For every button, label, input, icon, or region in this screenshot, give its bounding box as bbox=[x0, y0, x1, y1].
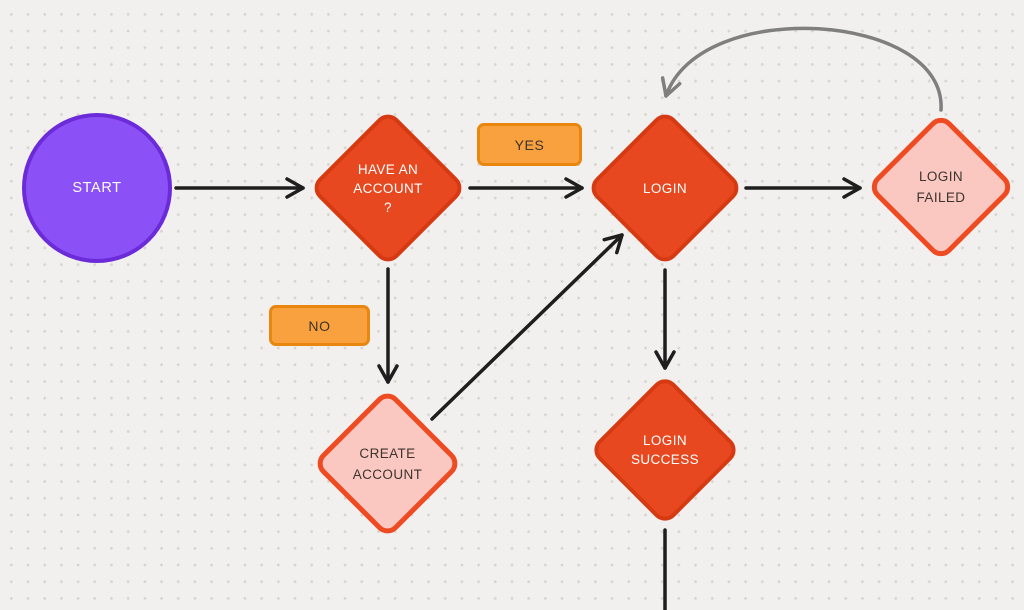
edge-label-yes[interactable]: YES bbox=[477, 123, 582, 166]
node-login-failed[interactable]: LOGIN FAILED bbox=[866, 112, 1016, 262]
node-have-account-label: HAVE AN ACCOUNT ? bbox=[353, 161, 423, 215]
edge-create-account-to-login[interactable] bbox=[430, 233, 624, 421]
node-login-success-label: LOGIN SUCCESS bbox=[630, 433, 700, 467]
node-start[interactable]: START bbox=[22, 113, 172, 263]
node-start-label: START bbox=[72, 180, 122, 196]
node-create-account-label: CREATE ACCOUNT bbox=[352, 445, 423, 482]
edge-label-no[interactable]: NO bbox=[269, 305, 370, 346]
node-login-label: LOGIN bbox=[642, 180, 687, 196]
node-login-success[interactable]: LOGIN SUCCESS bbox=[588, 373, 742, 527]
node-login[interactable]: LOGIN bbox=[585, 108, 745, 268]
node-have-account[interactable]: HAVE AN ACCOUNT ? bbox=[308, 108, 468, 268]
node-login-failed-label: LOGIN FAILED bbox=[916, 169, 966, 205]
node-create-account[interactable]: CREATE ACCOUNT bbox=[311, 387, 464, 540]
edge-login-failed-back-to-login[interactable] bbox=[660, 26, 943, 112]
